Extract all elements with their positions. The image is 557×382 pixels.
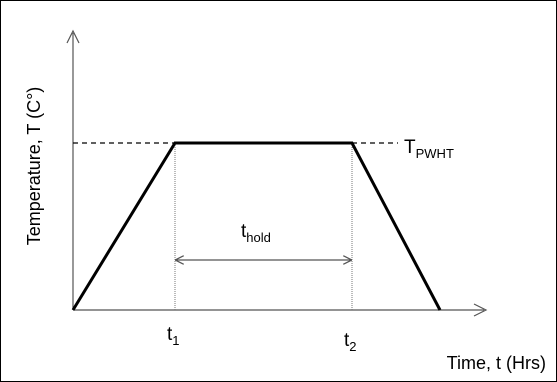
hold-time-label: thold [241,221,271,245]
temperature-profile [71,141,442,311]
t1-label: t1 [167,324,180,348]
x-axis-arrowhead [473,303,488,317]
pwht-temperature-label: TPWHT [404,137,454,161]
t2-label: t2 [344,330,357,354]
x-axis-label: Time, t (Hrs) [447,353,546,373]
y-axis-arrowhead [66,29,80,44]
y-axis-label: Temperature, T (C°) [24,87,44,246]
